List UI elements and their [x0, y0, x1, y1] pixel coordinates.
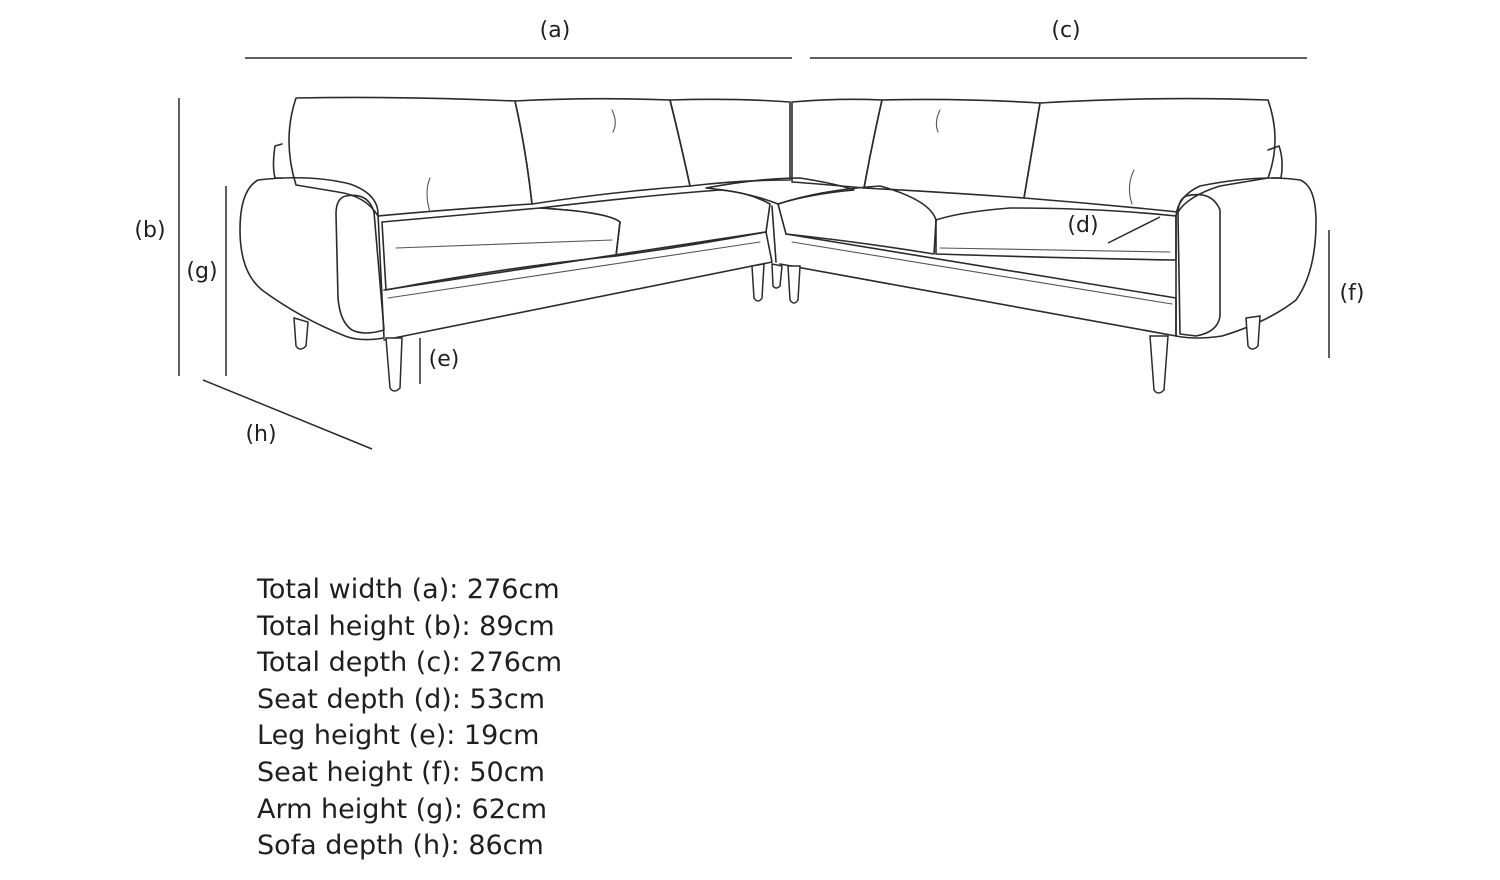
seat-cushion-right-2: [935, 207, 1177, 261]
base-seam: [791, 241, 1173, 305]
seat-cushion-left-1: [381, 207, 621, 291]
label-h: (h): [245, 422, 276, 447]
leg-front-right: [1149, 335, 1169, 394]
left-arm: [239, 176, 385, 341]
cushion-crease: [935, 109, 941, 133]
back-cushion-left-3: [669, 98, 791, 187]
label-d: (d): [1067, 213, 1098, 238]
left-arm-panel: [335, 194, 385, 334]
back-cushion-right-1: [791, 98, 883, 189]
seat-cushion-corner: [705, 177, 855, 205]
cushion-crease: [1128, 169, 1135, 205]
dimension-spec-list: Total width (a): 276cm Total height (b):…: [257, 572, 562, 865]
label-e: (e): [429, 347, 460, 372]
base-right: [779, 233, 1177, 337]
cushion-crease: [611, 109, 616, 133]
leg-front-left: [385, 337, 403, 392]
leg-corner-left: [751, 263, 765, 302]
base-seam: [387, 241, 761, 299]
seat-cushion-right-1: [777, 185, 937, 255]
leg-back-left: [293, 316, 309, 350]
label-a: (a): [540, 18, 571, 43]
back-cushion-right-2: [863, 98, 1041, 199]
back-cushion-left-1: [288, 96, 533, 217]
leg-corner-mid: [771, 263, 783, 289]
label-g: (g): [186, 259, 217, 284]
spec-total-width: Total width (a): 276cm: [257, 574, 560, 605]
right-arm-panel: [1177, 193, 1221, 337]
back-cushion-left-2: [514, 97, 691, 205]
spec-seat-depth: Seat depth (d): 53cm: [257, 683, 546, 715]
label-c: (c): [1051, 18, 1080, 43]
cushion-crease: [426, 177, 431, 213]
spec-leg-height: Leg height (e): 19cm: [257, 720, 540, 752]
back-frame-left: [272, 143, 283, 179]
label-f: (f): [1340, 281, 1365, 306]
leg-corner-right: [787, 265, 801, 304]
label-b: (b): [134, 218, 165, 243]
back-cushion-right-3: [1023, 97, 1276, 213]
spec-arm-height: Arm height (g): 62cm: [257, 793, 548, 825]
dimension-line-d: [1107, 216, 1161, 244]
seat-piping: [395, 239, 613, 249]
leg-back-right: [1245, 315, 1261, 350]
spec-total-depth: Total depth (c): 276cm: [257, 647, 563, 679]
seat-piping: [939, 247, 1171, 253]
base-left: [383, 231, 773, 341]
spec-seat-height: Seat height (f): 50cm: [257, 756, 545, 788]
spec-sofa-depth: Sofa depth (h): 86cm: [257, 830, 544, 862]
right-arm: [1175, 177, 1317, 339]
dimension-line-h: [202, 379, 373, 450]
corner-sofa-illustration: [239, 96, 1317, 394]
base-corner-edge: [771, 205, 777, 263]
spec-total-height: Total height (b): 89cm: [257, 610, 555, 642]
